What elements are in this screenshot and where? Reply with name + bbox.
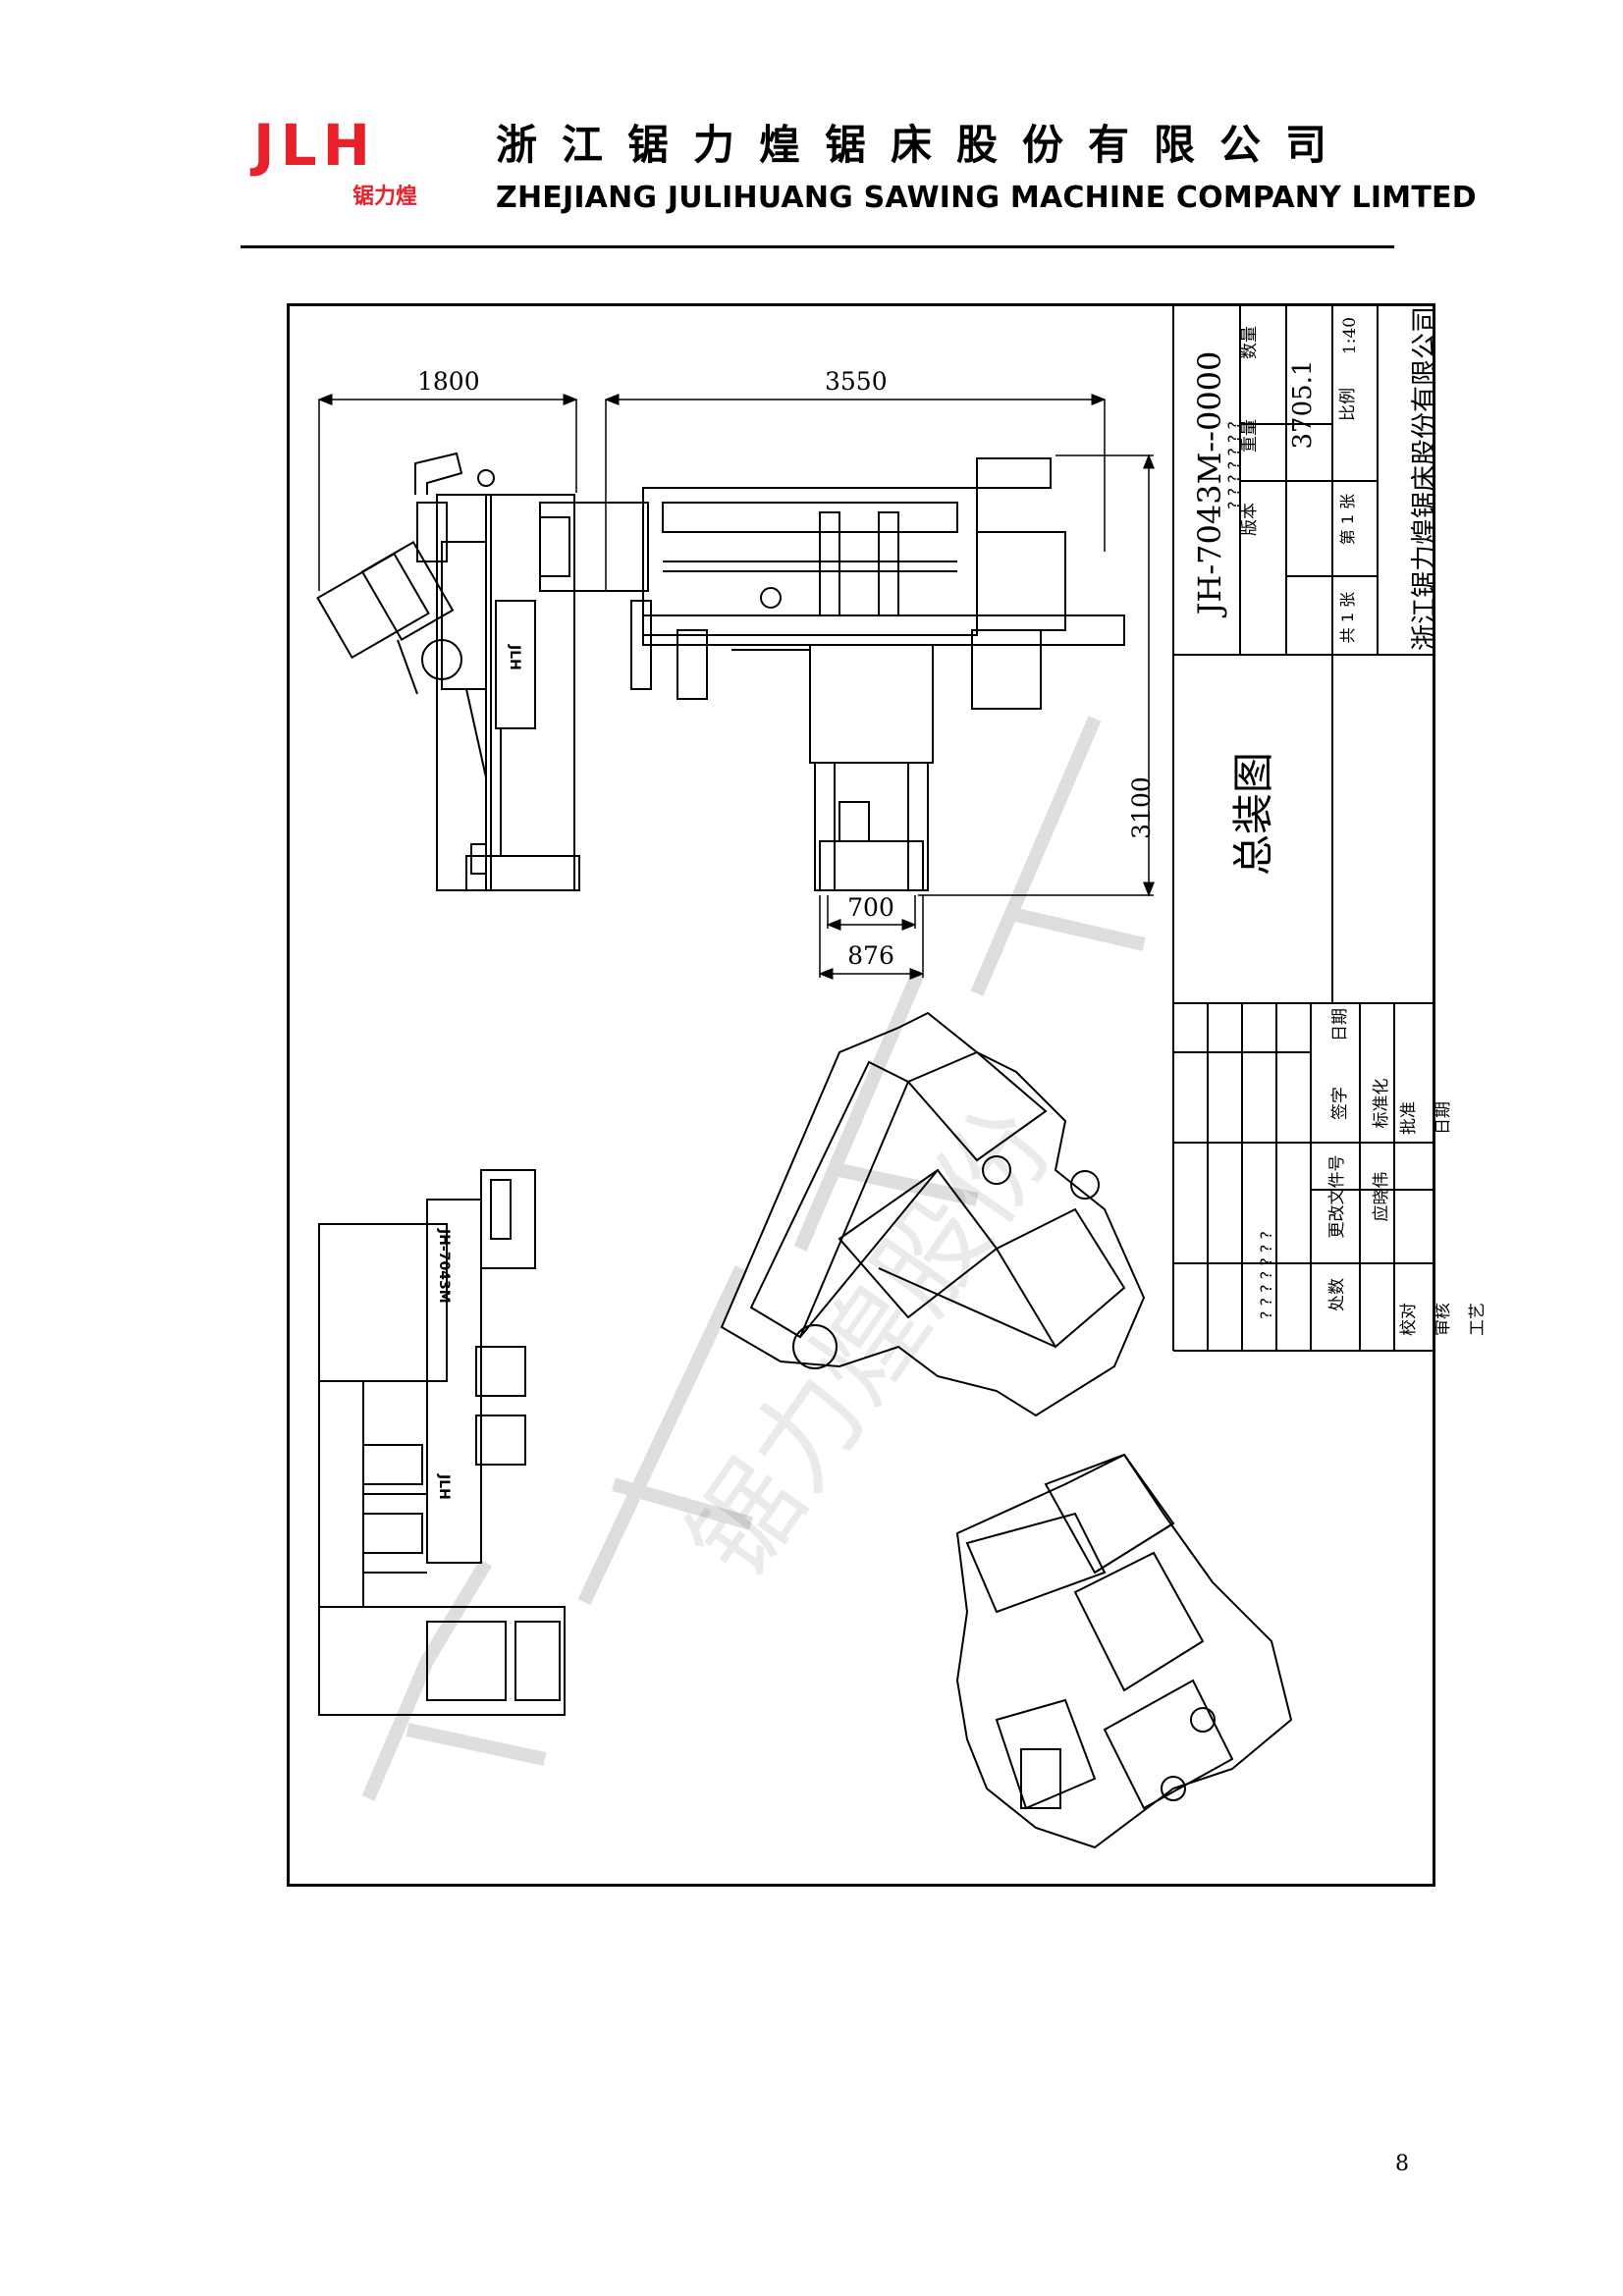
drawing-sheet: JLH: [287, 303, 1488, 1887]
label-scale: 比例: [1338, 388, 1358, 421]
title-block: [1172, 306, 1433, 1352]
designer-name: 应晓伟: [1372, 1171, 1391, 1222]
label-check: 校对: [1399, 1303, 1419, 1336]
label-review: 审核: [1434, 1303, 1453, 1336]
label-standardize: 标准化: [1372, 1078, 1391, 1129]
dimension-side-width: 1800: [417, 367, 480, 396]
top-view: [539, 457, 1125, 891]
front-view-model-label: JH-7043M: [436, 1228, 452, 1304]
label-sheet-no: 第 1 张: [1338, 493, 1357, 546]
side-view-label: JLH: [507, 644, 522, 670]
weight-value: 3705.1: [1288, 359, 1318, 450]
label-quantity: 数量: [1240, 326, 1260, 359]
dimension-lines: [317, 394, 1155, 980]
label-craft: 工艺: [1468, 1303, 1488, 1336]
company-name-cn: 浙江锯力煌锯床股份有限公司: [496, 121, 1352, 169]
isometric-view-2: [955, 1453, 1293, 1849]
company-logo-cn: 锯力煌: [352, 185, 417, 209]
drawing-canvas: JLH: [316, 306, 1433, 1849]
title-block-placeholders: ? ? ? ? ? ? ?: [1224, 421, 1243, 509]
dimension-top-width: 3550: [825, 367, 888, 396]
page-number: 8: [1395, 2152, 1409, 2176]
label-sheet-total: 共 1 张: [1338, 591, 1357, 644]
scale-value: 1:40: [1340, 316, 1360, 355]
front-view-logo-label: JLH: [436, 1473, 452, 1500]
label-approve: 批准: [1399, 1101, 1419, 1135]
isometric-view-1: [720, 1011, 1146, 1417]
company-logo: JLH: [253, 112, 377, 179]
label-change-doc: 更改文件号: [1327, 1154, 1347, 1239]
drawing-title: 总装图: [1229, 752, 1277, 877]
side-view: JLH: [316, 452, 580, 891]
label-date: 日期: [1330, 1008, 1350, 1041]
header-divider: [241, 245, 1394, 248]
label-date-2: 日期: [1434, 1101, 1453, 1135]
label-revision: 处数: [1327, 1278, 1347, 1311]
title-block-company: 浙江锯力煌锯床股份有限公司: [1410, 306, 1440, 651]
dimension-feed-inner: 700: [847, 893, 894, 922]
dimension-feed-outer: 876: [847, 941, 894, 970]
company-name-en: ZHEJIANG JULIHUANG SAWING MACHINE COMPAN…: [496, 181, 1477, 215]
front-view: JH-7043M JLH: [318, 1169, 566, 1716]
label-signature: 签字: [1330, 1087, 1350, 1120]
watermark: [361, 716, 1146, 1801]
revision-placeholders: ? ? ? ? ? ? ?: [1257, 1231, 1275, 1319]
dimension-top-depth: 3100: [1127, 776, 1156, 839]
